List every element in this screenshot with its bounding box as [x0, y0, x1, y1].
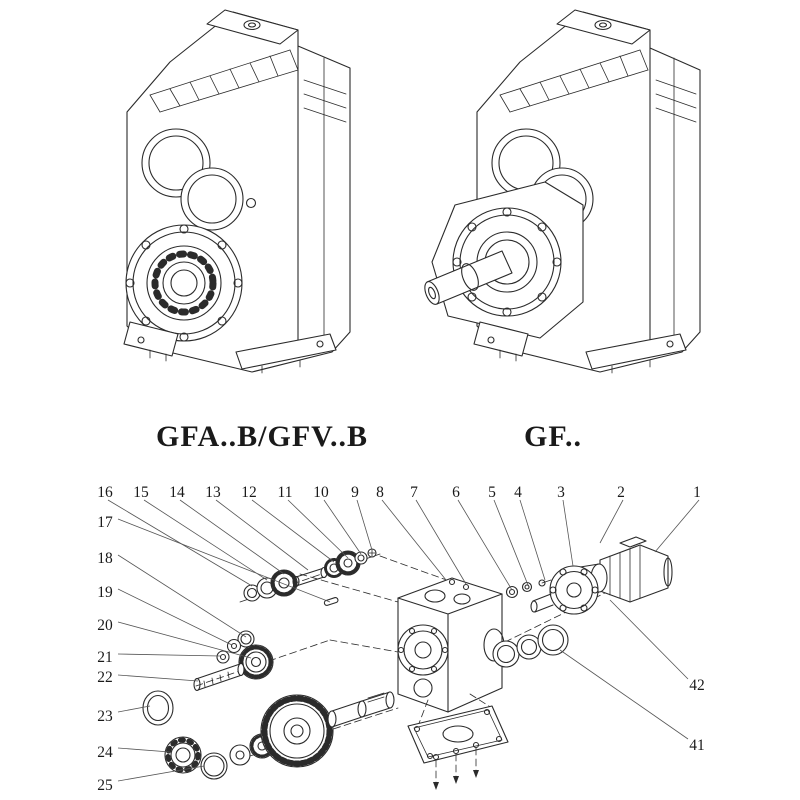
leader-line-1 — [654, 499, 700, 553]
callout-number-1: 1 — [693, 484, 701, 501]
leader-line-41 — [559, 649, 689, 740]
callout-number-22: 22 — [97, 669, 113, 686]
leader-line-8 — [381, 499, 447, 581]
exploded-view-drawing — [142, 536, 673, 790]
callout-number-19: 19 — [97, 584, 113, 601]
callout-number-11: 11 — [278, 484, 293, 501]
leader-line-4 — [519, 499, 546, 581]
exploded-input-gear-train — [243, 548, 377, 602]
leader-line-14 — [179, 499, 285, 575]
callout-number-7: 7 — [410, 484, 418, 501]
exploded-seal-rings — [492, 624, 569, 668]
leader-line-10 — [323, 499, 362, 555]
leader-line-18 — [117, 554, 247, 638]
gearbox-flange-mounted-drawing — [424, 9, 701, 374]
callout-number-17: 17 — [97, 514, 113, 531]
exploded-motor-assembly — [530, 536, 673, 615]
leader-line-3 — [562, 499, 574, 567]
gearbox-foot-mounted-drawing — [123, 9, 351, 374]
callout-number-25: 25 — [97, 777, 113, 794]
callout-number-23: 23 — [97, 708, 113, 725]
callout-number-42: 42 — [689, 677, 705, 694]
callout-number-4: 4 — [514, 484, 522, 501]
callout-number-6: 6 — [452, 484, 460, 501]
exploded-gasket-and-bolts — [407, 693, 509, 790]
exploded-housing — [397, 577, 505, 713]
callout-layer: 1234567891011121314151617181920212223242… — [97, 484, 705, 794]
leader-line-24 — [117, 747, 171, 753]
callout-number-3: 3 — [557, 484, 565, 501]
callout-number-9: 9 — [351, 484, 359, 501]
callout-number-16: 16 — [97, 484, 113, 501]
model-label-flange-mounted: GF.. — [524, 420, 582, 453]
leader-line-5 — [493, 499, 529, 586]
leader-line-25 — [117, 765, 205, 782]
callout-number-20: 20 — [97, 617, 113, 634]
callout-number-8: 8 — [376, 484, 384, 501]
leader-line-20 — [117, 621, 252, 659]
callout-number-13: 13 — [205, 484, 221, 501]
leader-line-17 — [117, 518, 331, 603]
leader-line-2 — [599, 499, 624, 544]
callout-number-12: 12 — [241, 484, 257, 501]
callout-number-15: 15 — [133, 484, 149, 501]
leader-line-13 — [215, 499, 309, 571]
leader-line-42 — [609, 599, 689, 680]
leader-line-15 — [143, 499, 268, 581]
callout-number-41: 41 — [689, 737, 705, 754]
leader-line-9 — [356, 499, 373, 551]
exploded-intermediate-parts — [193, 597, 339, 692]
leader-line-22 — [117, 674, 199, 682]
exploded-small-fasteners — [505, 579, 552, 599]
leader-line-19 — [117, 588, 233, 646]
callout-number-5: 5 — [488, 484, 496, 501]
callout-number-2: 2 — [617, 484, 625, 501]
callout-number-10: 10 — [313, 484, 329, 501]
model-label-foot-mounted: GFA..B/GFV..B — [156, 420, 368, 453]
leader-line-23 — [117, 705, 151, 713]
leader-line-6 — [457, 499, 513, 591]
callout-number-14: 14 — [169, 484, 185, 501]
callout-number-18: 18 — [97, 550, 113, 567]
exploded-output-parts — [142, 690, 395, 780]
leader-line-12 — [251, 499, 335, 563]
leader-line-21 — [117, 653, 221, 657]
callout-number-21: 21 — [97, 649, 113, 666]
callout-number-24: 24 — [97, 744, 113, 761]
leader-line-11 — [287, 499, 349, 559]
leader-line-7 — [415, 499, 467, 585]
